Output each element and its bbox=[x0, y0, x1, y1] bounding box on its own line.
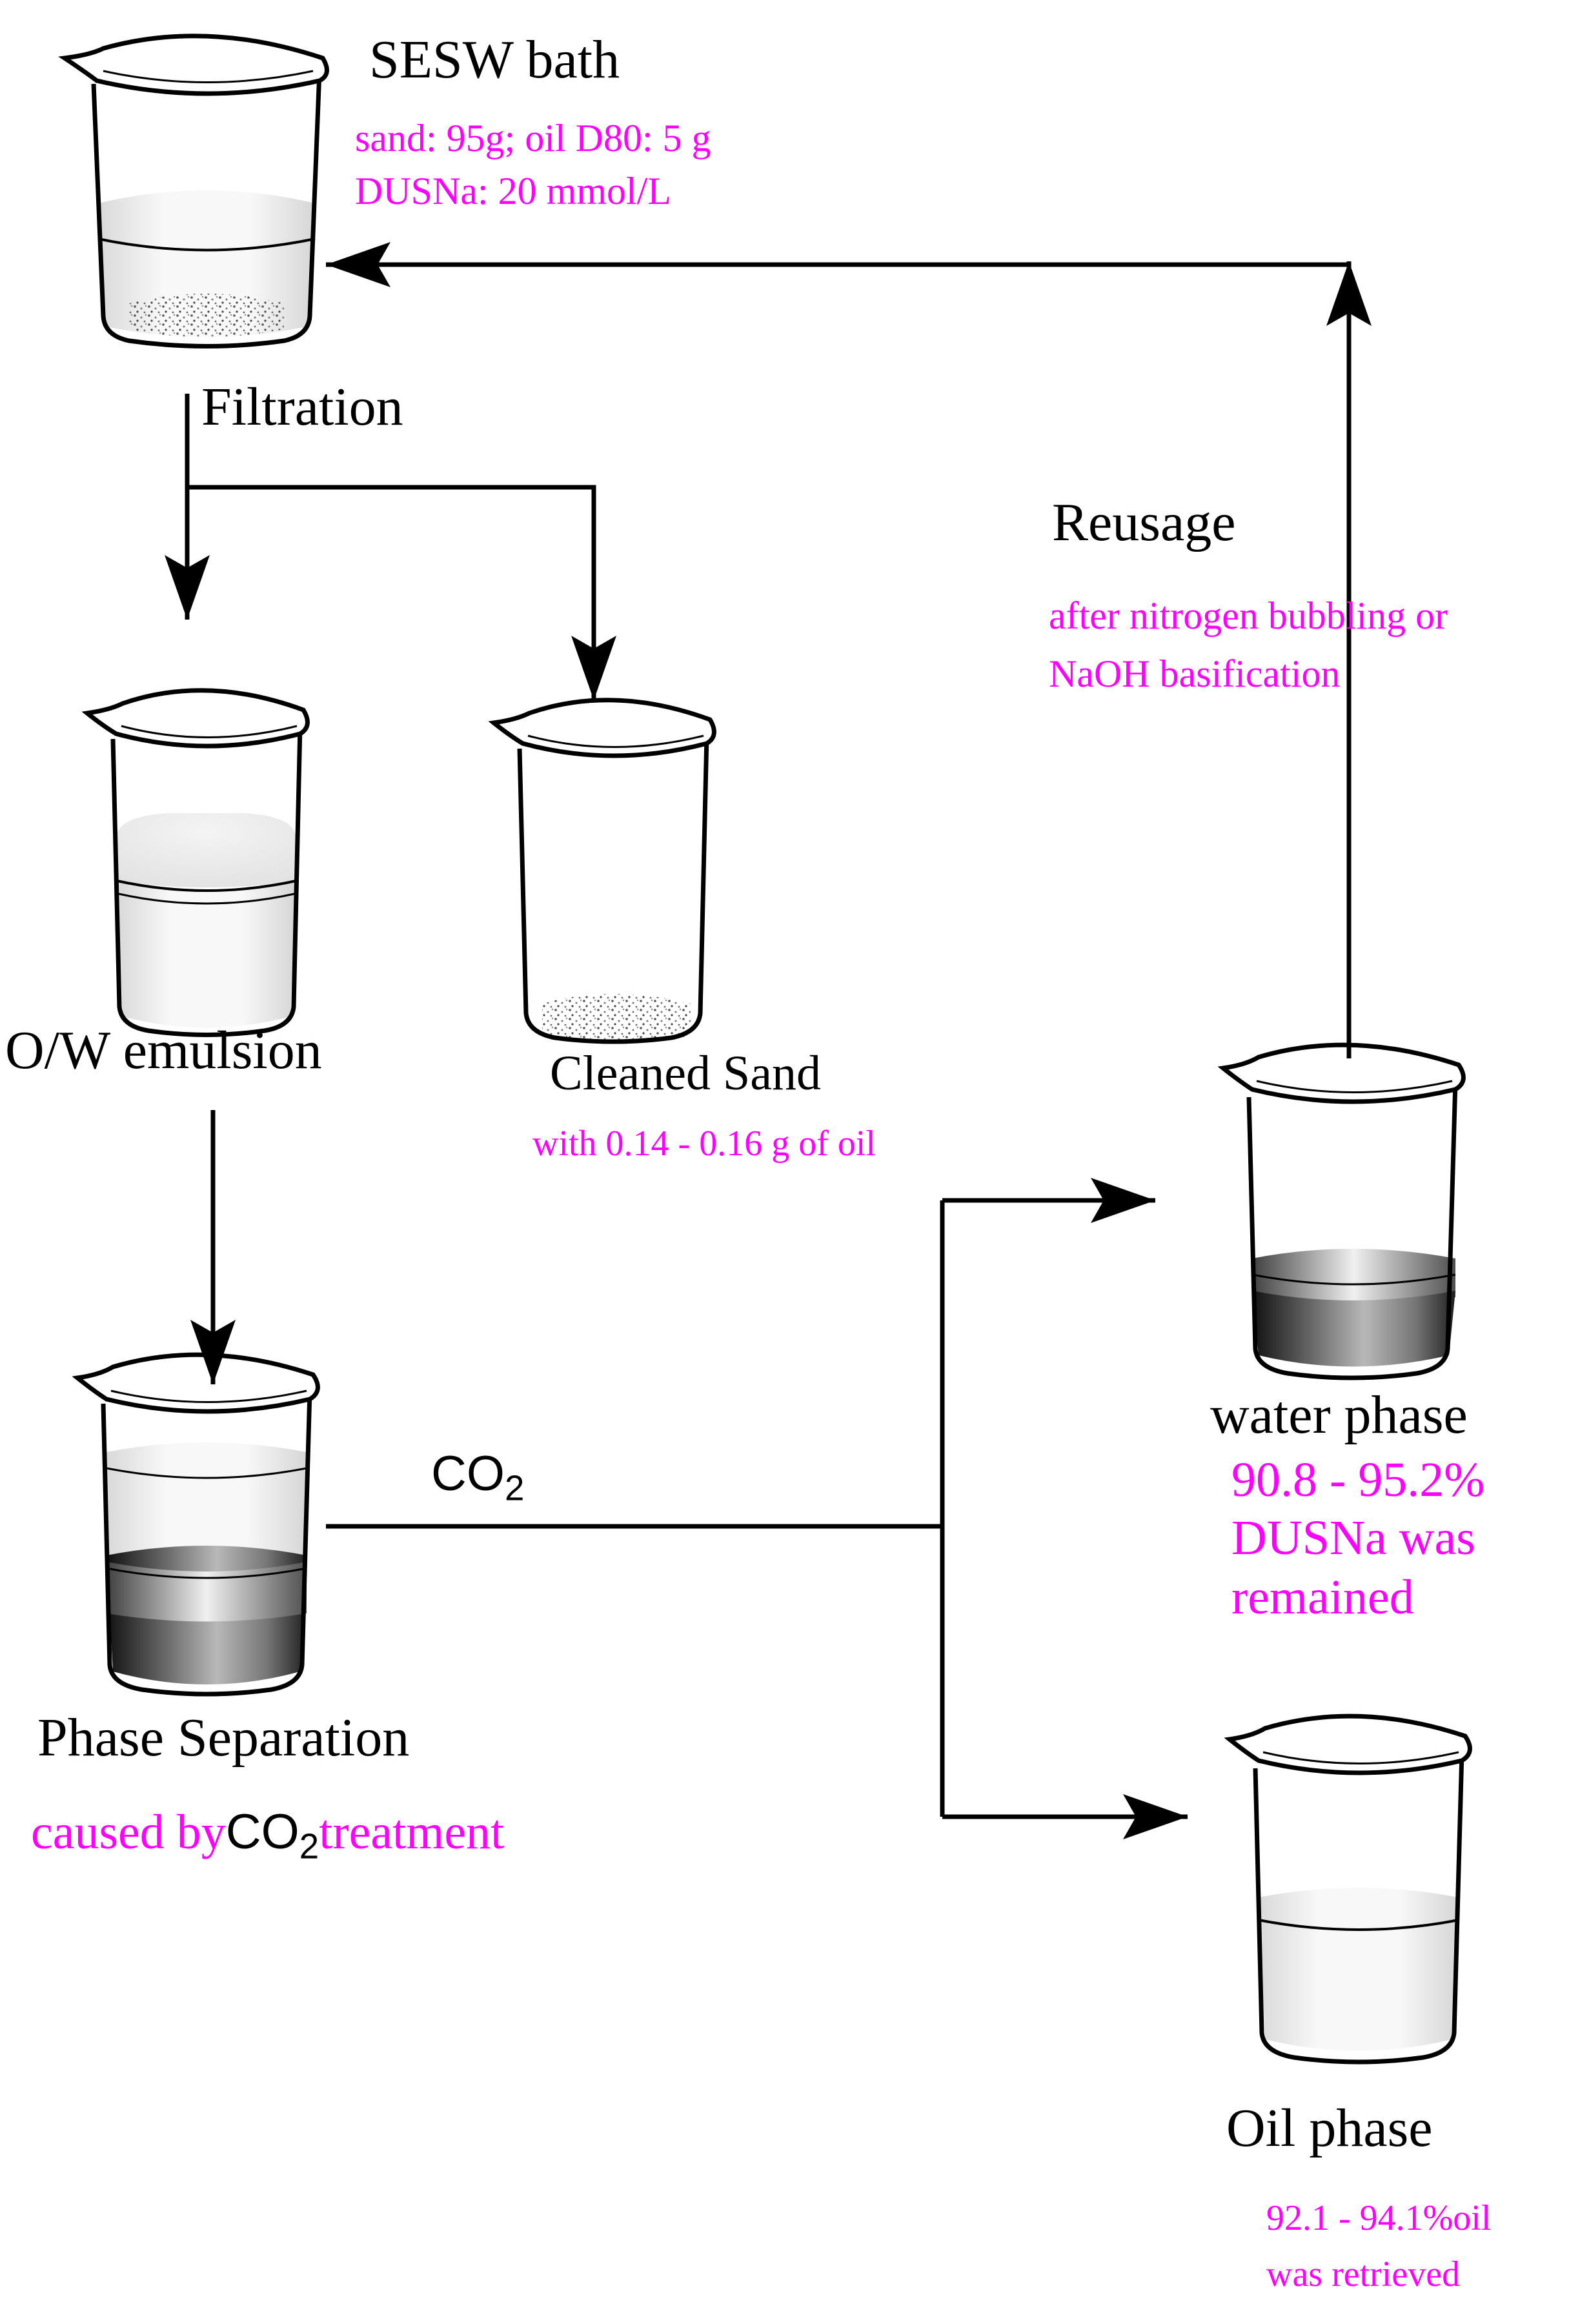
beaker-rim bbox=[1217, 1042, 1466, 1104]
water-phase-note-line1: 90.8 - 95.2% bbox=[1231, 1453, 1485, 1507]
liquid-dark bbox=[1252, 1291, 1455, 1367]
beaker-glass bbox=[517, 735, 709, 1044]
water-phase-label: water phase bbox=[1210, 1385, 1468, 1445]
liquid-band bbox=[1252, 1249, 1455, 1307]
beaker-phase-separation bbox=[72, 1352, 320, 1697]
liquid-water bbox=[117, 881, 296, 1028]
beaker-cleaned-sand bbox=[488, 698, 716, 1044]
phase-separation-label: Phase Separation bbox=[37, 1708, 410, 1768]
co2-label: CO2 bbox=[431, 1446, 524, 1508]
flow-arrows bbox=[165, 242, 1372, 1839]
reusage-label: Reusage bbox=[1052, 492, 1236, 552]
beaker-emulsion bbox=[81, 688, 310, 1037]
liquid-oil bbox=[1259, 1888, 1459, 2051]
oil-phase-label: Oil phase bbox=[1226, 2098, 1433, 2158]
beaker-sesw-bath bbox=[58, 34, 329, 349]
beaker-glass bbox=[1253, 1752, 1464, 2065]
phase-separation-note-prefix: caused by bbox=[31, 1805, 226, 1859]
cleaned-sand-note: with 0.14 - 0.16 g of oil bbox=[532, 1124, 876, 1164]
sand-layer bbox=[542, 994, 691, 1042]
water-phase-note-line3: remained bbox=[1231, 1570, 1414, 1624]
beaker-glass bbox=[110, 725, 303, 1037]
sesw-note-line2: DUSNa: 20 mmol/L bbox=[355, 170, 671, 212]
liquid-oil-top bbox=[106, 1442, 307, 1565]
beaker-oil-phase bbox=[1224, 1713, 1472, 2065]
sand-layer bbox=[129, 294, 284, 338]
beaker-glass bbox=[1246, 1080, 1458, 1380]
beaker-glass bbox=[91, 70, 322, 349]
oil-phase-note-line2: was retrieved bbox=[1266, 2254, 1461, 2294]
oil-phase-note-line1: 92.1 - 94.1%oil bbox=[1266, 2198, 1492, 2238]
emulsion-dome bbox=[116, 813, 297, 887]
liquid-band bbox=[106, 1562, 307, 1622]
phase-separation-note-co2: CO2 bbox=[225, 1804, 319, 1866]
reusage-note-line2: NaOH basification bbox=[1049, 652, 1341, 695]
beaker-rim bbox=[58, 34, 329, 96]
emulsion-label: O/W emulsion bbox=[5, 1020, 322, 1080]
cleaned-sand-label: Cleaned Sand bbox=[550, 1046, 822, 1100]
beaker-glass bbox=[101, 1390, 312, 1697]
sesw-note-line1: sand: 95g; oil D80: 5 g bbox=[355, 117, 711, 159]
reusage-note-line1: after nitrogen bubbling or bbox=[1049, 594, 1448, 637]
sesw-title: SESW bath bbox=[369, 30, 620, 90]
water-phase-note-line2: DUSNa was bbox=[1231, 1511, 1475, 1565]
co2-main: CO bbox=[431, 1446, 505, 1501]
arrow-filtration-to-sand bbox=[187, 485, 616, 700]
phase-separation-note-suffix: treatment bbox=[319, 1805, 505, 1859]
liquid-surface bbox=[97, 237, 316, 252]
beaker-rim bbox=[72, 1352, 320, 1414]
phase-separation-note: caused byCO2treatment bbox=[31, 1804, 504, 1866]
filtration-label: Filtration bbox=[201, 377, 403, 437]
co2-subscript: 2 bbox=[505, 1468, 525, 1508]
beaker-rim bbox=[488, 698, 716, 758]
beaker-water-phase bbox=[1217, 1042, 1466, 1380]
beaker-rim bbox=[1224, 1713, 1472, 1775]
beaker-rim bbox=[81, 688, 310, 749]
